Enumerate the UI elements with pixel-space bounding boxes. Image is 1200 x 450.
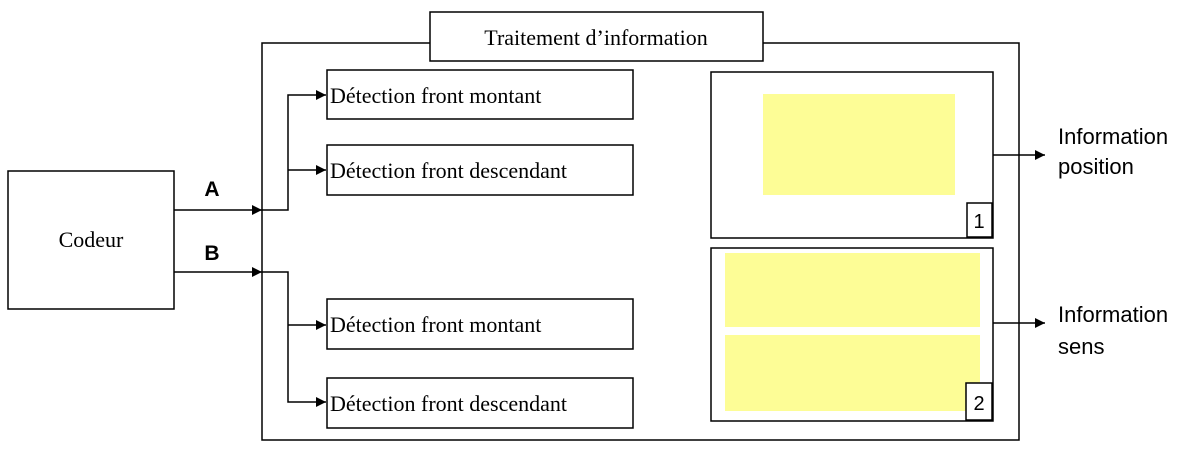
detector-label-3: Détection front montant bbox=[330, 312, 541, 337]
block-1-number: 1 bbox=[973, 211, 984, 233]
detector-box-4 bbox=[326, 377, 634, 429]
detector-box-2 bbox=[326, 144, 634, 196]
encoder-box bbox=[7, 170, 175, 310]
signal-b-label: B bbox=[204, 242, 219, 265]
output-sens-line1: Information bbox=[1058, 302, 1168, 327]
detector-label-2: Détection front descendant bbox=[330, 158, 567, 183]
output-position-line1: Information bbox=[1058, 124, 1168, 149]
detector-label-4: Détection front descendant bbox=[330, 391, 567, 416]
encoder-label: Codeur bbox=[59, 227, 124, 252]
block-1-highlight bbox=[763, 94, 955, 195]
signal-b-branch bbox=[262, 271, 326, 407]
detector-label-1: Détection front montant bbox=[330, 83, 541, 108]
block-2-number: 2 bbox=[973, 393, 984, 415]
detector-box-1 bbox=[326, 69, 634, 120]
title-text: Traitement d’information bbox=[484, 25, 707, 50]
signal-a-label: A bbox=[204, 178, 219, 201]
block-2-highlight-bottom bbox=[725, 335, 980, 411]
output-position-line2: position bbox=[1058, 154, 1134, 179]
output-sens-line2: sens bbox=[1058, 334, 1104, 359]
title-box bbox=[429, 11, 764, 62]
block-1-number-box bbox=[966, 202, 993, 238]
detector-box-3 bbox=[326, 298, 634, 350]
block-2-highlight-top bbox=[725, 253, 980, 327]
signal-a-branch bbox=[262, 90, 326, 211]
block-2-number-box bbox=[965, 382, 993, 421]
